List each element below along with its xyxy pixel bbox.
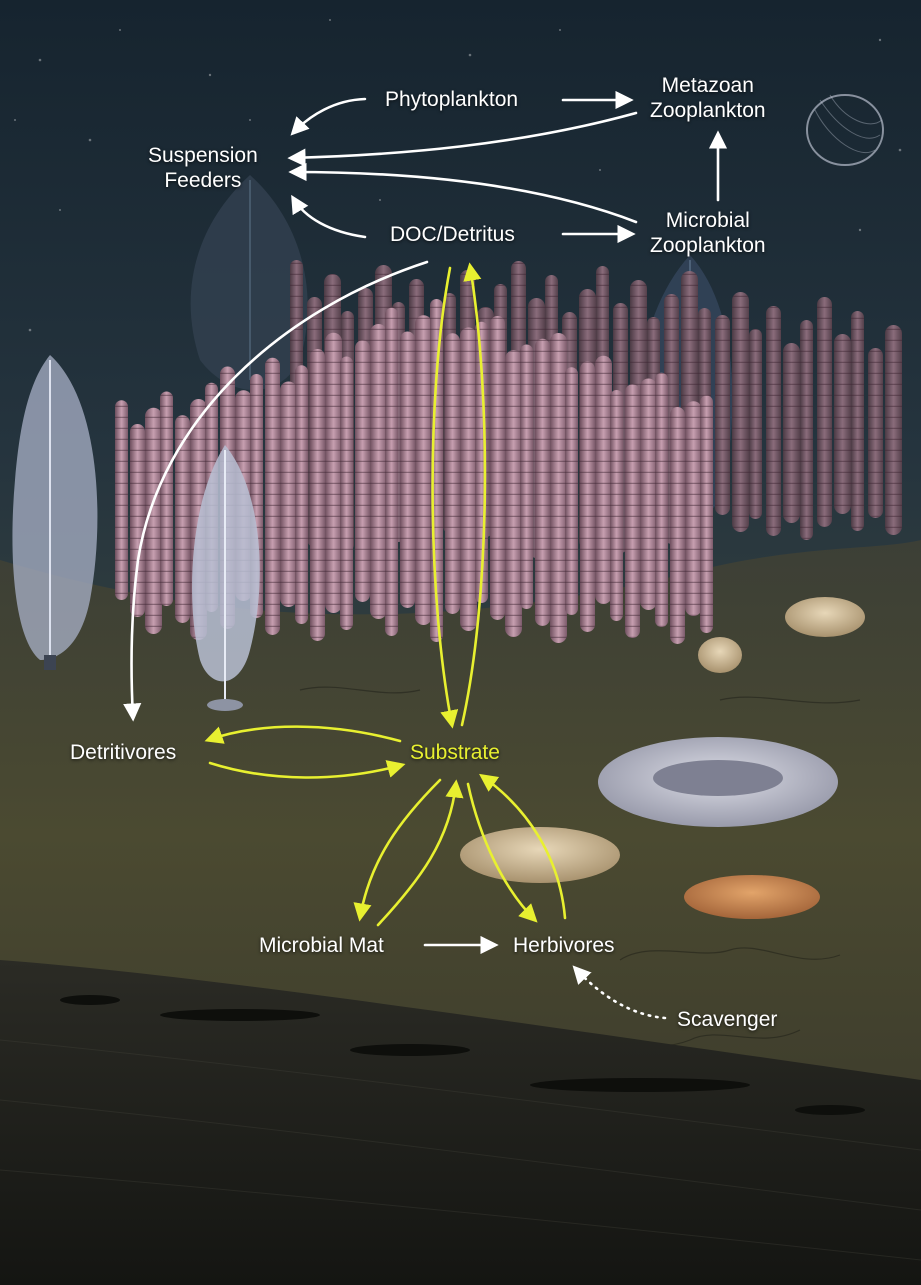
tube-organism-rings [885,325,902,535]
node-doc-detritus: DOC/Detritus [390,223,515,246]
arrow-microbial-to-suspension-feeders [288,162,638,224]
node-suspension-feeders: Suspension Feeders [148,143,258,193]
tube-organism-rings [817,297,832,527]
tube-organism-rings [460,327,477,631]
tube-organism-rings [400,331,415,608]
tube-organism-rings [505,350,522,637]
node-suspension-feeders-line1: Suspension [148,144,258,167]
tube-organism-rings [610,390,623,621]
node-microbial-zooplankton-line2: Zooplankton [650,234,766,257]
tube-organism-rings [175,415,190,623]
arrow-metazoan-to-suspension-feeders [287,111,638,167]
tube-organism-rings [325,332,342,613]
arrow-substrate-to-doc [460,262,487,727]
node-herbivores: Herbivores [513,934,615,957]
node-microbial-zooplankton-line1: Microbial [665,209,750,232]
tube-organism-rings [640,378,657,610]
tube-organism-rings [766,306,781,536]
tube-organism-rings [670,407,685,644]
tube-organism-rings [340,356,353,630]
node-microbial-mat: Microbial Mat [259,934,384,957]
tube-organism-rings [520,344,533,609]
tube-organism-rings [655,372,668,627]
node-phytoplankton: Phytoplankton [385,88,519,111]
arrow-herbivores-to-substrate [479,773,567,920]
arrow-doc-to-suspension-feeders [291,194,367,239]
node-metazoan-zooplankton-line1: Metazoan [661,74,754,97]
tube-organism-rings [385,307,398,636]
tube-organism-rings [145,407,162,634]
arrow-microbial-mat-to-substrate [376,779,464,927]
tube-organism-rings [160,391,173,606]
arrow-substrate-to-microbial-mat [353,778,442,922]
node-metazoan-zooplankton-line2: Zooplankton [650,99,766,122]
tube-organism-rings [295,365,308,624]
tube-organism-rings [370,324,387,619]
node-substrate: Substrate [410,741,500,764]
tube-organism-rings [580,361,595,632]
tube-organism-rings [851,311,864,531]
tube-organism-rings [280,381,297,607]
tube-organism-rings [265,357,280,635]
tube-organism-rings [715,315,730,515]
tube-organism-rings [550,333,567,643]
arrow-doc-to-substrate [431,266,459,729]
tube-organism-rings [749,329,762,519]
tube-organism-rings [625,384,640,638]
tube-organism-rings [595,355,612,604]
tube-organism-rings [700,395,713,633]
arrow-detritivores-to-substrate [208,760,406,779]
tube-organism-rings [130,424,145,617]
arrow-substrate-to-detritivores [204,725,402,744]
tube-organism-rings [800,320,813,540]
tube-organism-rings [415,315,432,625]
node-detritivores: Detritivores [70,741,177,764]
arrow-scavenger-to-herbivores [572,965,667,1020]
tube-organism-rings [834,334,851,514]
tube-organism-rings [868,348,883,518]
tube-organism-rings [355,340,370,602]
node-metazoan-zooplankton: Metazoan Zooplankton [650,73,766,123]
tube-organism-rings [783,343,800,523]
tube-organism-rings [565,367,578,615]
arrow-substrate-to-herbivores [466,782,538,923]
node-scavenger: Scavenger [677,1008,778,1031]
arrow-phytoplankton-to-suspension-feeders [290,97,367,136]
tube-organism-rings [445,333,460,614]
tube-organism-rings [490,316,505,620]
tube-organism-rings [115,400,128,600]
node-microbial-zooplankton: Microbial Zooplankton [650,208,766,258]
tube-organism-rings [685,401,702,616]
tube-organism-rings [732,292,749,532]
tube-organism-rings [310,349,325,641]
node-suspension-feeders-line2: Feeders [164,169,242,192]
tube-organism-rings [535,338,550,626]
arrow-doc-to-detritivores [123,260,429,722]
